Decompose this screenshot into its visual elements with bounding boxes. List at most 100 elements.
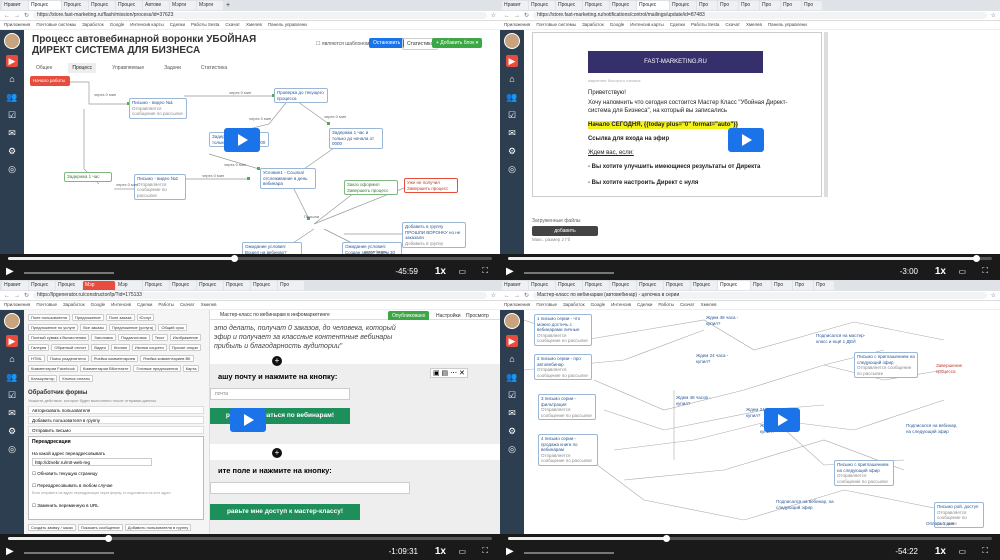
tag-chip[interactable]: Ячейка комментариев xyxy=(90,354,138,362)
browser-tab[interactable]: Процес xyxy=(529,281,555,290)
browser-tab[interactable]: Мэрги xyxy=(197,1,223,10)
volume-slider[interactable] xyxy=(524,272,614,274)
bookmark[interactable]: Почтовые системы xyxy=(536,22,577,27)
wait-node[interactable]: Задержка 1 час xyxy=(64,172,112,182)
bookmark[interactable]: Заработок xyxy=(82,22,104,27)
bookmark[interactable]: Скачат xyxy=(725,22,740,27)
youtube-icon[interactable]: ▶ xyxy=(506,55,518,67)
users-icon[interactable]: 👥 xyxy=(506,372,518,382)
seek-handle[interactable] xyxy=(972,255,980,262)
chat-icon[interactable]: ◎ xyxy=(508,164,516,174)
bookmark[interactable]: Работы xyxy=(158,302,175,307)
tag-chip[interactable]: Карта xyxy=(182,364,200,372)
tag-chip[interactable]: Обратный отсчет xyxy=(51,344,90,352)
tag-chip[interactable]: Заголовок xyxy=(91,334,117,342)
browser-tab[interactable]: Про xyxy=(802,1,822,10)
forward-icon[interactable]: → xyxy=(14,12,20,19)
home-icon[interactable]: ⌂ xyxy=(509,74,515,84)
wait-condition-node[interactable]: Ожидание условия: Вошел на вебинар? xyxy=(242,242,302,254)
browser-tab[interactable]: Про xyxy=(718,1,738,10)
bookmark[interactable]: Google xyxy=(609,22,625,27)
url-field[interactable]: https://store.fast-marketing.ru/flash/mi… xyxy=(33,12,487,19)
bookmark[interactable]: Интенсив xyxy=(111,302,132,307)
access-button[interactable]: равьте мне доступ к мастер-классу! xyxy=(210,504,360,520)
mail-icon[interactable]: ✉ xyxy=(8,128,16,138)
browser-tab[interactable]: Нравит xyxy=(2,281,28,290)
bookmark[interactable]: Сделки xyxy=(137,302,153,307)
block-tools-icon[interactable]: ▣ ▤ ⋯ ✕ xyxy=(430,368,468,378)
volume-slider[interactable] xyxy=(24,272,114,274)
speed-button[interactable]: 1x xyxy=(934,266,946,277)
new-tab-icon[interactable]: + xyxy=(226,2,231,9)
browser-tab[interactable]: Процес xyxy=(583,281,609,290)
browser-tab[interactable]: Процес xyxy=(224,281,250,290)
settings-icon[interactable]: ⚙ xyxy=(7,146,17,156)
tag-chip[interactable]: Ячейка комментариев ВК xyxy=(140,354,194,362)
fullscreen-icon[interactable]: ⛶ xyxy=(482,546,488,555)
bookmark[interactable]: Приложения xyxy=(4,302,31,307)
tag-chip[interactable]: Подзаголовок xyxy=(118,334,150,342)
back-icon[interactable]: ← xyxy=(504,292,510,299)
star-icon[interactable]: ☆ xyxy=(990,293,996,299)
editor-scrollbar[interactable] xyxy=(824,32,828,197)
volume-slider[interactable] xyxy=(524,552,614,554)
play-icon[interactable]: ▶ xyxy=(506,266,514,277)
chain-node[interactable]: Завершение процесса xyxy=(934,362,978,375)
avatar[interactable] xyxy=(4,313,20,329)
wait-node[interactable]: Задержка 1 час и только до начала от 000… xyxy=(329,128,383,149)
tag-chip[interactable]: Предложение (услуга) xyxy=(109,324,157,332)
reload-icon[interactable]: ↻ xyxy=(524,13,530,19)
chat-icon[interactable]: ◎ xyxy=(508,444,516,454)
home-icon[interactable]: ⌂ xyxy=(509,354,515,364)
users-icon[interactable]: 👥 xyxy=(506,92,518,102)
seek-handle[interactable] xyxy=(230,255,238,262)
bookmark[interactable]: Приложения xyxy=(4,22,31,27)
mail-icon[interactable]: ✉ xyxy=(508,408,516,418)
handler-row[interactable]: Отправить письмо xyxy=(28,426,204,434)
video-play-button[interactable] xyxy=(728,128,764,152)
bookmark[interactable]: Приложения xyxy=(504,302,531,307)
option-checkbox[interactable]: ☐ Обновить текущую страницу xyxy=(32,471,97,477)
bookmark[interactable]: Интенсив карты xyxy=(630,22,664,27)
tag-chip[interactable]: Галерея xyxy=(28,344,50,352)
wait-condition-node[interactable]: Ожидание условия: Создан заказ? Ждем 30 … xyxy=(342,242,402,254)
publish-button[interactable]: Опубликовано xyxy=(388,311,430,321)
order-node[interactable]: Заказ оформил Завершить процесс xyxy=(344,180,398,195)
bookmark[interactable]: Скачат xyxy=(680,302,695,307)
browser-tab[interactable]: Процес xyxy=(529,1,555,10)
start-node[interactable]: Начало работы xyxy=(30,76,70,86)
bookmark[interactable]: Приложения xyxy=(504,22,531,27)
bookmark[interactable]: Заработок xyxy=(562,302,585,307)
bookmark[interactable]: Скачат xyxy=(225,22,240,27)
browser-tab[interactable]: Про xyxy=(793,281,813,290)
stop-button[interactable]: Остановить xyxy=(369,38,405,48)
video-play-button[interactable] xyxy=(224,128,260,152)
browser-tab[interactable]: Процес xyxy=(718,281,750,290)
tab-general[interactable]: Общее xyxy=(36,65,53,71)
seek-bar[interactable] xyxy=(508,255,992,262)
tag-chip[interactable]: Кнопка оплаты xyxy=(59,374,94,382)
reload-icon[interactable]: ↻ xyxy=(24,293,30,299)
pip-icon[interactable]: ▭ xyxy=(458,547,466,556)
bookmark[interactable]: Хмелев xyxy=(245,22,262,27)
browser-tab[interactable]: Про xyxy=(278,281,304,290)
bookmark[interactable]: Хмелев xyxy=(700,302,717,307)
tag-chip[interactable]: Иконки соцсети xyxy=(131,344,167,352)
speed-button[interactable]: 1x xyxy=(934,546,946,557)
tag-chip[interactable]: Изображение xyxy=(169,334,201,342)
bookmark[interactable]: Скачат xyxy=(180,302,195,307)
add-block-icon[interactable]: + xyxy=(272,448,282,458)
mail-icon[interactable]: ✉ xyxy=(8,408,16,418)
home-icon[interactable]: ⌂ xyxy=(9,74,15,84)
bookmark[interactable]: Хмелев xyxy=(745,22,762,27)
bookmark[interactable]: Почтовые xyxy=(36,302,57,307)
bookmark[interactable]: Панель управлени xyxy=(767,22,807,27)
pip-icon[interactable]: ▭ xyxy=(958,267,966,276)
tag-chip[interactable]: Поле заказа xyxy=(105,314,135,321)
bookmark[interactable]: Google xyxy=(90,302,106,307)
chat-icon[interactable]: ◎ xyxy=(8,444,16,454)
